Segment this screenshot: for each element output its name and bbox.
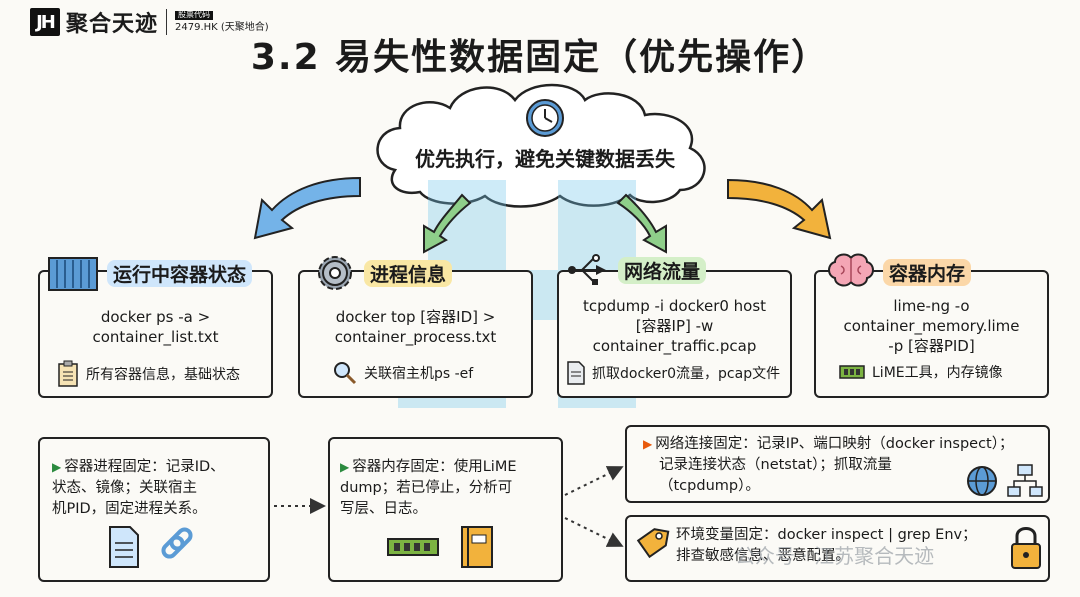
lock-icon — [1011, 527, 1041, 569]
magnifier-icon — [334, 362, 357, 385]
card-process-info — [298, 270, 533, 398]
logo-mark: JH — [30, 8, 60, 36]
clock-icon — [526, 99, 564, 137]
card-title: 进程信息 — [364, 259, 453, 287]
card-network-traffic — [557, 270, 792, 398]
cmd-line: lime-ng -o — [893, 297, 970, 315]
memory-chip-icon — [839, 365, 865, 379]
triangle-icon: ▶ — [52, 460, 62, 474]
link-icon — [161, 527, 193, 559]
card-note: 所有容器信息，基础状态 — [56, 360, 240, 388]
note-text: LiME工具，内存镜像 — [872, 365, 1003, 381]
document-icon — [109, 526, 139, 568]
cmd-line: tcpdump -i docker0 host — [582, 297, 767, 315]
note-text: 所有容器信息，基础状态 — [86, 367, 240, 383]
card-title: 容器内存 — [883, 258, 972, 286]
connector-2 — [564, 466, 624, 496]
stock-code: 2479.HK (天聚地合) — [175, 21, 269, 33]
box-text: 环境变量固定：docker inspect | grep Env； 排查敏感信息… — [676, 525, 1048, 567]
box-memory-fixation — [328, 437, 563, 582]
box-line: 状态、镜像；关联宿主 — [52, 480, 197, 496]
triangle-icon: ▶ — [643, 437, 653, 451]
box-text: ▶网络连接固定：记录IP、端口映射（docker inspect）； 记录连接状… — [643, 434, 1047, 497]
card-title: 运行中容器状态 — [107, 259, 253, 287]
cloud-shape — [376, 83, 706, 208]
box-process-fixation — [38, 437, 270, 582]
cmd-line: docker top [容器ID] > — [335, 308, 496, 326]
card-command: lime-ng -o container_memory.lime -p [容器P… — [816, 296, 1047, 356]
box-line: 写层、日志。 — [340, 501, 427, 517]
gear-icon — [318, 256, 352, 290]
logo-name: 聚合天迹 — [66, 12, 159, 37]
box-line: （tcpdump）。 — [659, 478, 760, 494]
page-title: 3.2 易失性数据固定（优先操作） — [250, 37, 830, 78]
container-icon — [48, 257, 98, 291]
triangle-icon: ▶ — [340, 460, 350, 474]
network-topology-icon — [1007, 464, 1043, 497]
card-command: docker top [容器ID] > container_process.tx… — [300, 307, 531, 347]
box-line: 记录连接状态（netstat）；抓取流量 — [659, 457, 892, 473]
box-2-icons — [387, 526, 493, 568]
box-line: 排查敏感信息、恶意配置。 — [676, 548, 850, 564]
stock-tag: 股票代码 — [175, 10, 214, 20]
note-text: 抓取docker0流量，pcap文件 — [592, 366, 781, 382]
card-process-info-header: 进程信息 — [312, 250, 453, 296]
usb-network-icon — [568, 254, 606, 285]
card-command: tcpdump -i docker0 host [容器IP] -w contai… — [559, 296, 790, 356]
card-note: 抓取docker0流量，pcap文件 — [566, 360, 780, 386]
cloud-text: 优先执行，避免关键数据丢失 — [415, 147, 675, 171]
cmd-line: container_list.txt — [92, 328, 219, 346]
file-icon — [567, 361, 585, 385]
box-line: 环境变量固定：docker inspect | grep Env； — [676, 527, 977, 543]
box-line: dump；若已停止，分析可 — [340, 480, 513, 496]
arrow-green — [423, 193, 472, 254]
box-1-icons — [109, 526, 193, 568]
memory-stick-icon — [387, 538, 439, 556]
box-3-icons — [967, 464, 1043, 497]
tag-icon — [636, 528, 670, 559]
brain-icon — [828, 253, 874, 287]
globe-icon — [967, 466, 997, 496]
credit-watermark: 公众号 · 江苏聚合天迹 — [735, 544, 935, 568]
card-container-status-header: 运行中容器状态 — [45, 250, 253, 296]
card-command: docker ps -a > container_list.txt — [40, 307, 271, 347]
notebook-icon — [461, 526, 493, 568]
cmd-line: -p [容器PID] — [888, 337, 975, 355]
cmd-line: container_memory.lime — [843, 317, 1020, 335]
arrow-orange — [727, 178, 832, 240]
box-env-fixation — [625, 515, 1050, 582]
cmd-line: [容器IP] -w — [635, 317, 714, 335]
box-line: 网络连接固定：记录IP、端口映射（docker inspect）； — [655, 436, 1014, 452]
note-text: 关联宿主机ps -ef — [364, 366, 474, 382]
card-container-memory-header: 容器内存 — [825, 250, 972, 294]
box-line: 容器进程固定：记录ID、 — [64, 459, 225, 475]
cmd-line: container_process.txt — [334, 328, 497, 346]
box-line: 容器内存固定：使用LiME — [352, 459, 517, 475]
box-line: 机PID，固定进程关系。 — [52, 501, 207, 517]
logo: JH 聚合天迹 股票代码 2479.HK (天聚地合) — [30, 6, 269, 38]
connector-3 — [564, 517, 624, 547]
box-text: ▶容器进程固定：记录ID、 状态、镜像；关联宿主 机PID，固定进程关系。 — [52, 457, 267, 520]
logo-divider — [166, 9, 168, 35]
box-text: ▶容器内存固定：使用LiME dump；若已停止，分析可 写层、日志。 — [340, 457, 560, 520]
arrow-green-2 — [616, 193, 667, 254]
card-note: 关联宿主机ps -ef — [332, 360, 473, 386]
arrow-blue — [253, 176, 361, 240]
card-title: 网络流量 — [618, 256, 707, 284]
clipboard-icon — [58, 360, 78, 387]
card-note: LiME工具，内存镜像 — [838, 362, 1003, 382]
cmd-line: docker ps -a > — [100, 308, 211, 326]
card-network-traffic-header: 网络流量 — [566, 250, 707, 290]
cmd-line: container_traffic.pcap — [592, 337, 757, 355]
stock-info: 股票代码 2479.HK (天聚地合) — [175, 10, 269, 33]
